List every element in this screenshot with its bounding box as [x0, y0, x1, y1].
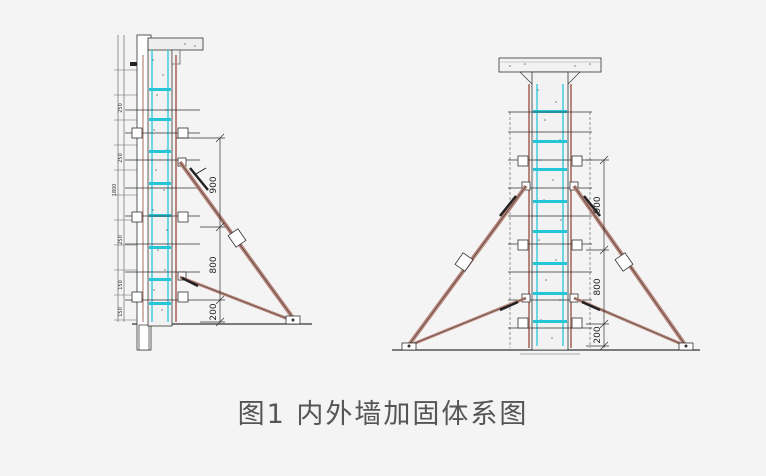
right-drawing-right-braces [572, 184, 694, 351]
left-small-label: 150 [118, 280, 124, 290]
left-dim-200: 200 [209, 303, 219, 320]
left-short-brace [179, 275, 301, 325]
left-small-label: 1800 [112, 184, 118, 197]
right-dim-900: 900 [593, 196, 603, 213]
left-small-label: 150 [118, 307, 124, 317]
left-small-label: 250 [118, 153, 124, 163]
right-dim-800: 800 [593, 278, 603, 295]
left-small-label: 250 [118, 103, 124, 113]
right-dim-200: 200 [593, 326, 603, 343]
right-wall-drawing: 900 800 200 [392, 57, 700, 355]
right-drawing-left-braces [401, 184, 528, 351]
left-long-brace [178, 160, 298, 324]
figure-caption: 图1 内外墙加固体系图 [237, 399, 529, 430]
left-dim-900: 900 [209, 176, 219, 193]
left-dim-800: 800 [209, 256, 219, 273]
left-wall-drawing: 900 800 200 1800 250 250 250 150 150 [112, 34, 312, 351]
left-small-label: 250 [118, 235, 124, 245]
